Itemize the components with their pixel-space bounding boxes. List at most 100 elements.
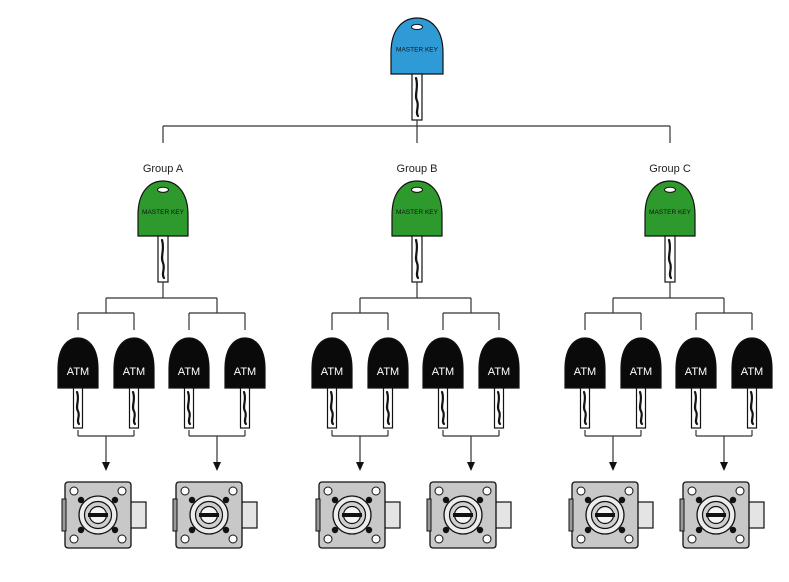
key-cut — [75, 390, 81, 426]
group-master-key: MASTER KEY — [644, 180, 696, 283]
screw — [117, 486, 127, 496]
screw — [228, 534, 238, 544]
master-key-label: MASTER KEY — [396, 47, 439, 54]
atm-key-label: ATM — [741, 366, 763, 378]
atm-key-label: ATM — [377, 366, 399, 378]
key-head — [422, 337, 464, 389]
screw — [222, 496, 230, 504]
master-key-label: MASTER KEY — [142, 209, 185, 216]
key-head — [620, 337, 662, 389]
screw — [323, 534, 333, 544]
key-head — [731, 337, 773, 389]
lock-edge — [61, 498, 67, 532]
arrow-head — [720, 462, 728, 471]
key-head — [478, 337, 520, 389]
screw — [482, 534, 492, 544]
key-cut — [160, 238, 166, 280]
screw — [180, 534, 190, 544]
screw — [117, 534, 127, 544]
lock-edge — [679, 498, 685, 532]
keyway-slot — [199, 513, 219, 517]
atm-key: ATM — [478, 337, 520, 429]
key-cut — [242, 390, 248, 426]
screw — [111, 526, 119, 534]
screw — [434, 534, 444, 544]
atm-lock — [61, 481, 147, 549]
key-head — [564, 337, 606, 389]
key-head — [391, 180, 443, 237]
screw — [584, 526, 592, 534]
key-head — [675, 337, 717, 389]
screw — [323, 486, 333, 496]
atm-key-label: ATM — [685, 366, 707, 378]
key-head — [390, 17, 444, 75]
key-ring-hole — [411, 186, 423, 193]
key-head — [367, 337, 409, 389]
screw — [111, 496, 119, 504]
key-cut — [414, 238, 420, 280]
key-cut — [131, 390, 137, 426]
master-key-label: MASTER KEY — [396, 209, 439, 216]
arrow-head — [467, 462, 475, 471]
screw — [188, 496, 196, 504]
screw — [482, 486, 492, 496]
atm-key-label: ATM — [234, 366, 256, 378]
atm-key-label: ATM — [630, 366, 652, 378]
lock-edge — [426, 498, 432, 532]
screw — [371, 486, 381, 496]
screw — [69, 486, 79, 496]
arrow-head — [356, 462, 364, 471]
key-ring-hole — [664, 186, 676, 193]
atm-key: ATM — [168, 337, 210, 429]
screw — [576, 486, 586, 496]
key-cut — [385, 390, 391, 426]
screw — [735, 486, 745, 496]
key-cut — [638, 390, 644, 426]
master-key-label: MASTER KEY — [649, 209, 692, 216]
atm-key-label: ATM — [67, 366, 89, 378]
key-cut — [329, 390, 335, 426]
screw — [331, 496, 339, 504]
atm-key: ATM — [57, 337, 99, 429]
atm-key: ATM — [731, 337, 773, 429]
atm-key: ATM — [367, 337, 409, 429]
atm-key-label: ATM — [432, 366, 454, 378]
screw — [624, 534, 634, 544]
atm-key-label: ATM — [123, 366, 145, 378]
screw — [77, 496, 85, 504]
atm-key-label: ATM — [178, 366, 200, 378]
screw — [331, 526, 339, 534]
arrow-head — [102, 462, 110, 471]
key-head — [168, 337, 210, 389]
screw — [180, 486, 190, 496]
screw — [476, 526, 484, 534]
screw — [442, 496, 450, 504]
key-head — [137, 180, 189, 237]
keyway-slot — [342, 513, 362, 517]
screw — [618, 526, 626, 534]
arrow-head — [213, 462, 221, 471]
keyway-slot — [706, 513, 726, 517]
key-ring-hole — [157, 186, 169, 193]
screw — [476, 496, 484, 504]
screw — [735, 534, 745, 544]
screw — [576, 534, 586, 544]
screw — [442, 526, 450, 534]
screw — [222, 526, 230, 534]
group-label: Group C — [649, 163, 691, 175]
master-key: MASTER KEY — [390, 17, 444, 121]
key-cut — [496, 390, 502, 426]
screw — [228, 486, 238, 496]
atm-key: ATM — [311, 337, 353, 429]
screw — [371, 534, 381, 544]
atm-key-label: ATM — [488, 366, 510, 378]
screw — [624, 486, 634, 496]
screw — [584, 496, 592, 504]
key-head — [311, 337, 353, 389]
keyway-slot — [453, 513, 473, 517]
screw — [434, 486, 444, 496]
screw — [687, 486, 697, 496]
atm-key: ATM — [564, 337, 606, 429]
atm-lock — [426, 481, 512, 549]
